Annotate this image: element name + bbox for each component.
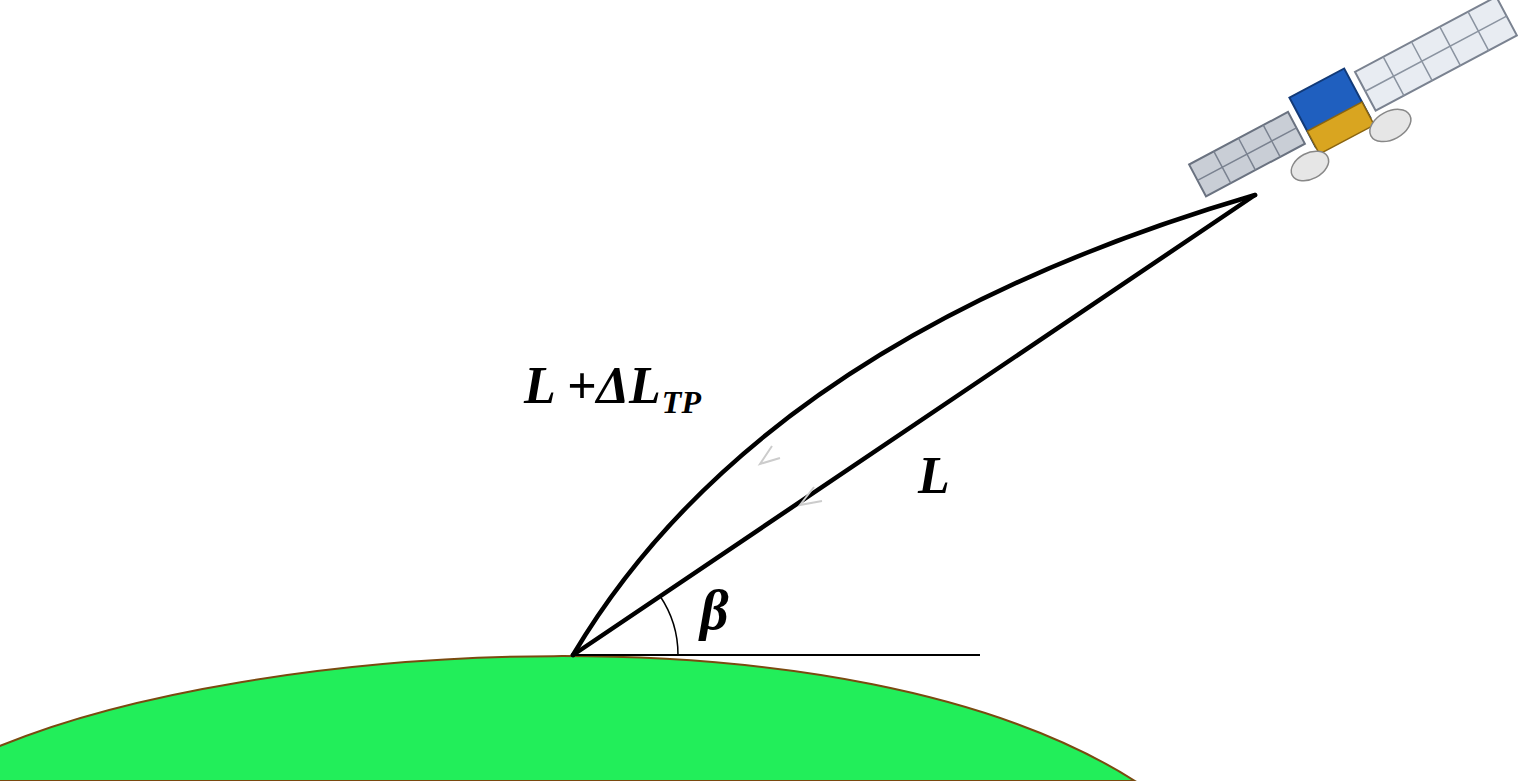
direct-path	[573, 195, 1255, 655]
horizon-line	[573, 654, 980, 656]
earth-surface	[0, 656, 1135, 781]
path-label: L +ΔL	[524, 360, 661, 412]
dish-antenna	[1364, 103, 1416, 148]
subscript-label: TP	[662, 386, 701, 418]
arrowhead	[800, 487, 822, 505]
path-label: L	[918, 450, 950, 502]
angle-arc	[660, 596, 678, 655]
satellite-bus	[1307, 102, 1374, 154]
arrowhead	[760, 446, 780, 464]
refracted-path	[573, 195, 1255, 655]
angle-label: β	[700, 582, 729, 638]
dish-antenna	[1286, 145, 1334, 187]
solar-panel	[1187, 0, 1517, 200]
satellite-icon	[1183, 0, 1518, 230]
